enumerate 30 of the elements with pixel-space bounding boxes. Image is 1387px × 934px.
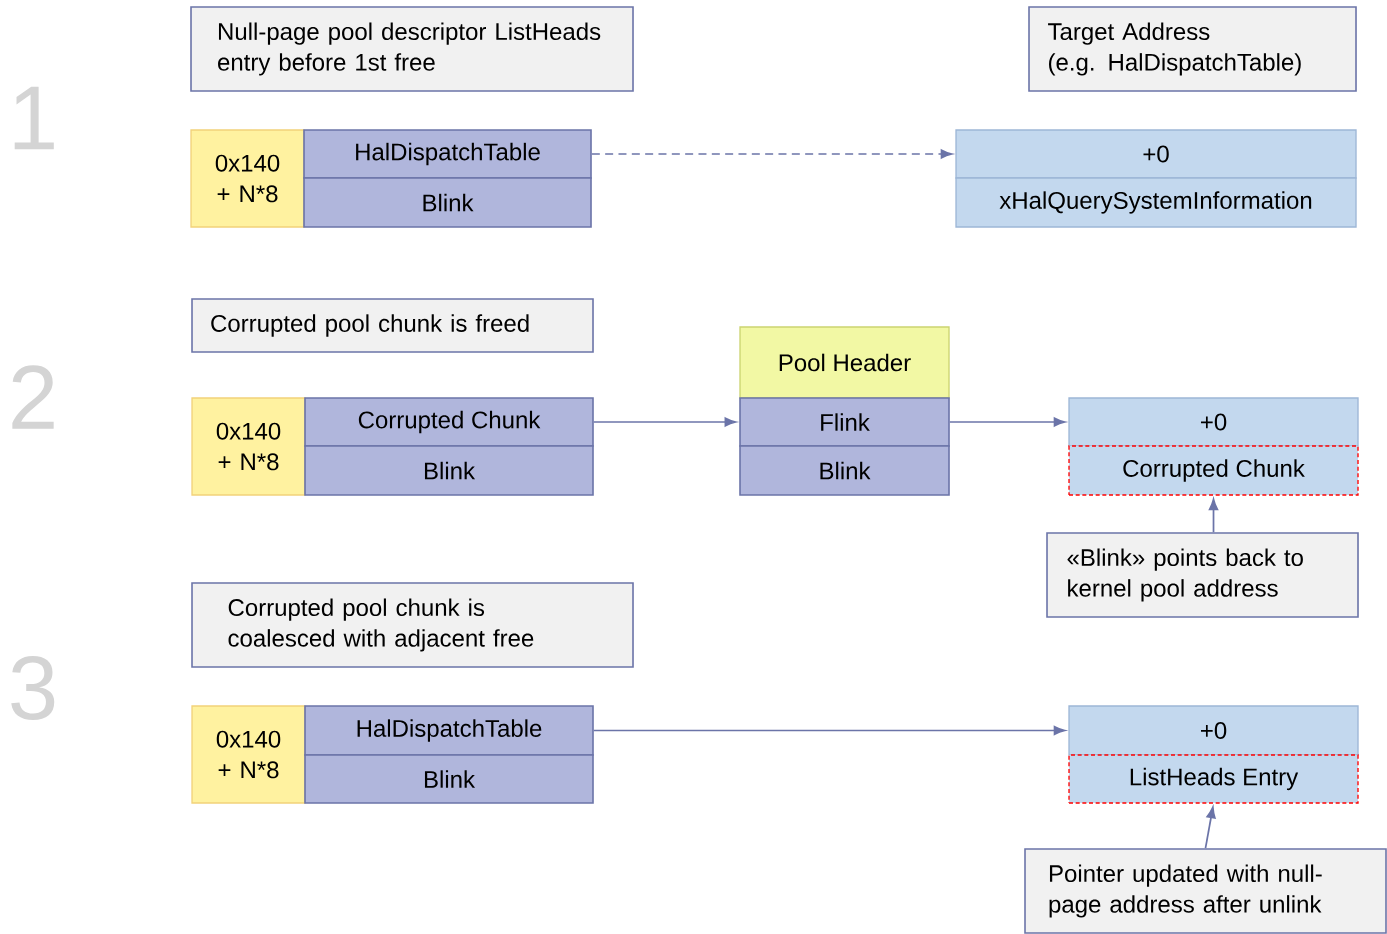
- memory-cell: +0: [1068, 397, 1359, 447]
- header-cell: Pool Header: [739, 326, 950, 399]
- field-cell: HalDispatchTable: [303, 129, 592, 179]
- field-cell: Corrupted Chunk: [304, 397, 594, 447]
- memory-cell: +0: [955, 129, 1357, 179]
- memory-cell: Corrupted Chunk: [1068, 445, 1359, 496]
- field-cell: Flink: [739, 397, 950, 447]
- field-cell: Blink: [303, 177, 592, 228]
- note-box: Corrupted pool chunk is coalesced with adjacent free: [191, 582, 634, 668]
- field-cell: Blink: [739, 445, 950, 496]
- address-cell: 0x140 + N*8: [191, 705, 306, 804]
- field-cell: HalDispatchTable: [304, 705, 594, 756]
- field-cell: Blink: [304, 445, 594, 496]
- arrow: [1208, 498, 1219, 534]
- arrow: [590, 149, 953, 159]
- arrow: [948, 417, 1066, 427]
- memory-cell: +0: [1068, 705, 1359, 756]
- address-cell: 0x140 + N*8: [191, 397, 306, 496]
- note-box: «Blink» points back to kernel pool address: [1046, 532, 1359, 618]
- note-box: Target Address (e.g. HalDispatchTable): [1028, 6, 1357, 92]
- arrow: [1204, 806, 1216, 850]
- arrow: [592, 417, 737, 427]
- arrow: [592, 725, 1066, 736]
- field-cell: Blink: [304, 754, 594, 804]
- note-box: Null-page pool descriptor ListHeads entry before 1st free: [190, 6, 634, 92]
- memory-cell: xHalQuerySystemInformation: [955, 177, 1357, 228]
- memory-cell: ListHeads Entry: [1068, 754, 1359, 804]
- note-box: Pointer updated with null-page address after unlink: [1024, 848, 1387, 934]
- address-cell: 0x140 + N*8: [190, 129, 305, 228]
- note-box: Corrupted pool chunk is freed: [191, 298, 594, 353]
